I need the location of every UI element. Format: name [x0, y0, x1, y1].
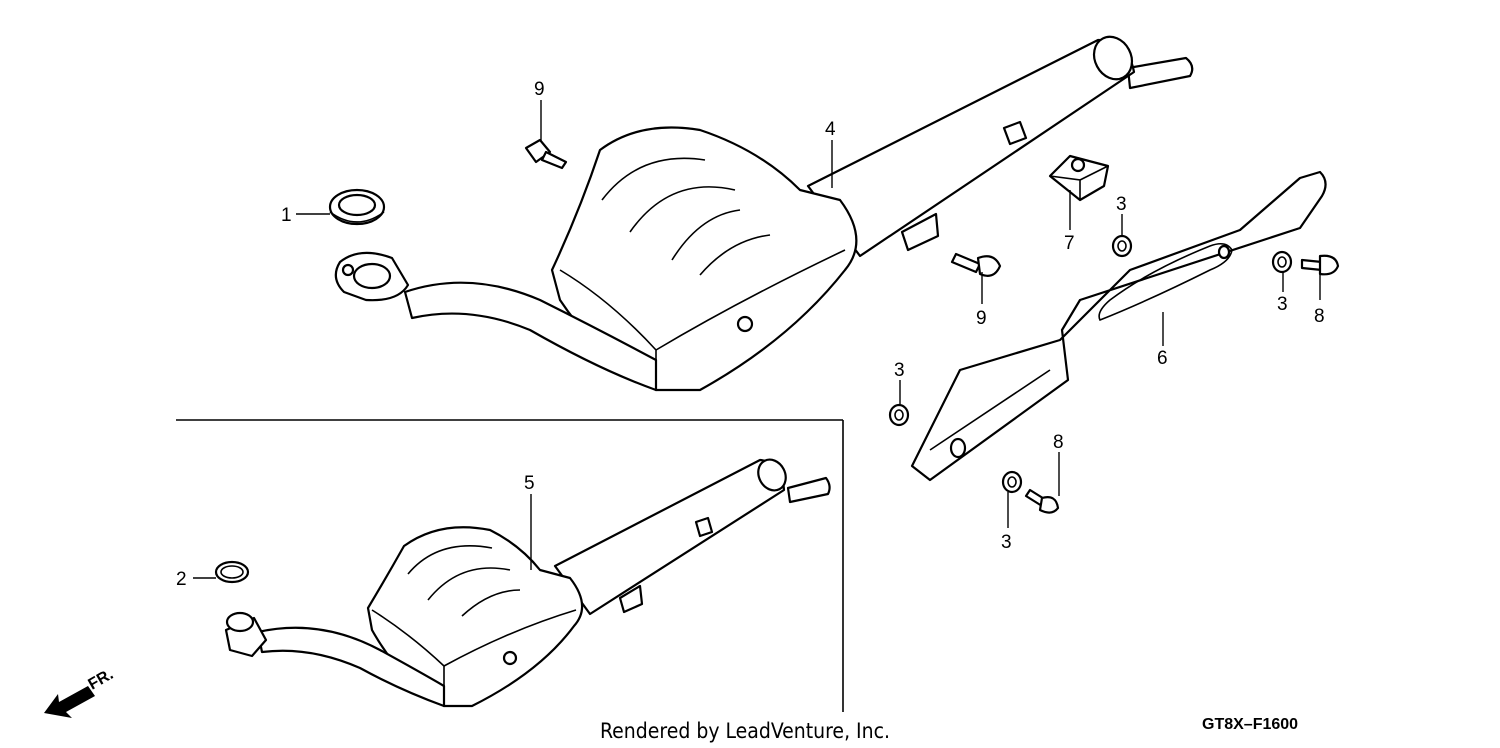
part-2-o-ring[interactable] [214, 560, 250, 584]
part-3-washer-c[interactable] [888, 403, 910, 427]
part-3-washer-d[interactable] [1001, 470, 1023, 494]
leader-lines [193, 100, 1321, 579]
callout-9-upper: 9 [534, 79, 545, 100]
part-6-protector-plate[interactable] [910, 170, 1327, 482]
part-3-washer-a[interactable] [1111, 234, 1133, 258]
callout-3-a: 3 [1116, 194, 1127, 215]
callout-3-c: 3 [894, 360, 905, 381]
callout-2: 2 [176, 569, 187, 590]
callout-8-lower: 8 [1053, 432, 1064, 453]
callout-3-d: 3 [1001, 532, 1012, 553]
part-8-bolt-lower[interactable] [1024, 488, 1060, 514]
callout-8-upper: 8 [1314, 306, 1325, 327]
part-8-bolt-upper[interactable] [1300, 254, 1340, 276]
part-9-bolt-upper[interactable] [524, 138, 568, 170]
part-7-damper-rubber[interactable] [1048, 154, 1110, 202]
callout-3-b: 3 [1277, 294, 1288, 315]
part-3-washer-b[interactable] [1271, 250, 1293, 274]
part-4-muffler[interactable] [334, 30, 1194, 392]
callout-4: 4 [825, 119, 836, 140]
callout-9-lower: 9 [976, 308, 987, 329]
callout-6: 6 [1157, 348, 1168, 369]
part-1-gasket[interactable] [328, 188, 386, 226]
diagram-code: GT8X–F1600 [1202, 716, 1298, 733]
callout-7: 7 [1064, 233, 1075, 254]
front-direction-arrow-icon [44, 686, 95, 718]
callout-5: 5 [524, 473, 535, 494]
detail-frame [176, 419, 844, 712]
credit-text: Rendered by LeadVenture, Inc. [600, 719, 890, 743]
part-5-muffler-alt[interactable] [224, 455, 831, 708]
part-9-bolt-lower[interactable] [950, 252, 1002, 277]
callout-1: 1 [281, 205, 292, 226]
